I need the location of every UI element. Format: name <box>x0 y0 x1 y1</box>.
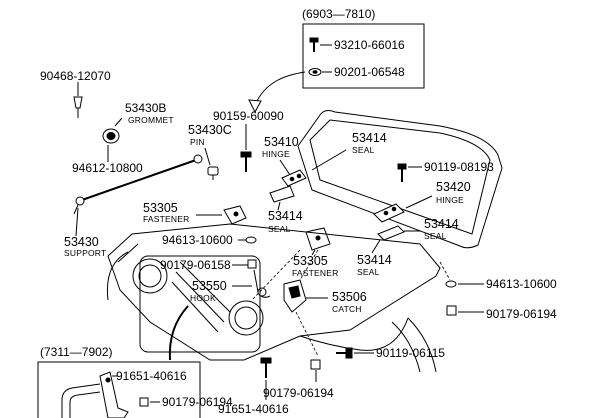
part-number-94613-10600-right: 94613-10600 <box>486 277 557 291</box>
nut-icon <box>445 280 457 288</box>
part-number-53430b: 53430B <box>125 101 166 115</box>
part-name-seal-right: SEAL <box>424 231 447 241</box>
part-name-hinge-left: HINGE <box>262 149 290 159</box>
part-number-90179-06194-right: 90179-06194 <box>486 307 557 321</box>
hinge-right <box>373 203 405 223</box>
pin-icon <box>207 166 219 180</box>
bolt-icon <box>240 151 252 172</box>
screw-icon <box>309 37 319 52</box>
nut-icon <box>446 305 457 316</box>
part-name-hinge-right: HINGE <box>436 195 464 205</box>
part-number-53414-top: 53414 <box>352 131 387 145</box>
part-number-53414-right: 53414 <box>424 217 459 231</box>
washer-icon <box>308 68 322 76</box>
bracket-icon <box>99 371 129 418</box>
inset-box-bottom: (7311—7902) 91651-40616 90179-06194 <box>37 345 233 418</box>
fastener-lower <box>305 227 331 251</box>
arrow-head-icon <box>248 99 262 114</box>
part-number-53420: 53420 <box>436 180 471 194</box>
part-number-53414-lower: 53414 <box>357 253 392 267</box>
part-number-90119-08193: 90119-08193 <box>424 160 494 174</box>
part-number-53506: 53506 <box>332 290 367 304</box>
part-number-53430: 53430 <box>64 235 99 249</box>
catch-icon <box>283 279 307 313</box>
part-number-91651-40616-inset: 91651-40616 <box>116 369 187 383</box>
part-number-90179-06194-inset: 90179-06194 <box>162 395 233 409</box>
nut-icon <box>310 359 321 370</box>
part-name-seal-top: SEAL <box>352 145 375 155</box>
windshield-frame <box>297 110 503 249</box>
part-name-hook: HOOK <box>190 293 216 303</box>
part-number-53430c: 53430C <box>188 123 232 137</box>
inset-box-top: (6903—7810) 93210-66016 90201-06548 <box>302 7 425 89</box>
part-number-53410: 53410 <box>264 135 299 149</box>
nut-icon <box>247 259 257 269</box>
grommet-icon <box>102 128 120 144</box>
support-rod <box>73 154 203 215</box>
bolt-icon <box>260 357 272 378</box>
part-number-93210-66016: 93210-66016 <box>334 38 405 52</box>
part-number-90159-60090: 90159-60090 <box>213 109 284 123</box>
part-number-53414-mid: 53414 <box>268 209 303 223</box>
bolt-icon <box>73 96 83 118</box>
part-name-fastener-upper: FASTENER <box>143 214 189 224</box>
nut-icon <box>245 236 257 244</box>
part-name-support: SUPPORT <box>64 248 106 258</box>
part-number-53305-lower: 53305 <box>293 254 328 268</box>
part-name-grommet: GROMMET <box>128 115 174 125</box>
vehicle-body <box>106 223 441 373</box>
part-number-90468-12070: 90468-12070 <box>40 69 111 83</box>
part-name-fastener-lower: FASTENER <box>292 268 338 278</box>
inset-box-bottom-range: (7311—7902) <box>40 345 113 359</box>
reference-arrow <box>254 71 306 106</box>
part-name-seal-lower: SEAL <box>357 267 380 277</box>
fastener-upper <box>223 205 247 225</box>
part-number-94613-10600-left: 94613-10600 <box>162 233 233 247</box>
part-name-pin: PIN <box>190 137 205 147</box>
bolt-icon <box>397 163 407 182</box>
part-number-53305-upper: 53305 <box>143 201 178 215</box>
seal-mid <box>269 185 295 203</box>
part-name-catch: CATCH <box>332 304 362 314</box>
seal-right <box>377 225 405 241</box>
part-number-91651-40616-bottom: 91651-40616 <box>218 402 289 416</box>
hinge-left <box>281 169 307 187</box>
part-number-90119-06115: 90119-06115 <box>376 346 445 360</box>
part-number-90179-06158: 90179-06158 <box>160 258 231 272</box>
part-number-90201-06548: 90201-06548 <box>334 65 405 79</box>
inset-box-top-range: (6903—7810) <box>302 7 375 21</box>
bolt-icon <box>336 347 353 359</box>
part-number-94612-10800: 94612-10800 <box>72 161 143 175</box>
nut-icon <box>139 397 149 407</box>
part-number-90179-06194-bottom: 90179-06194 <box>263 386 334 400</box>
